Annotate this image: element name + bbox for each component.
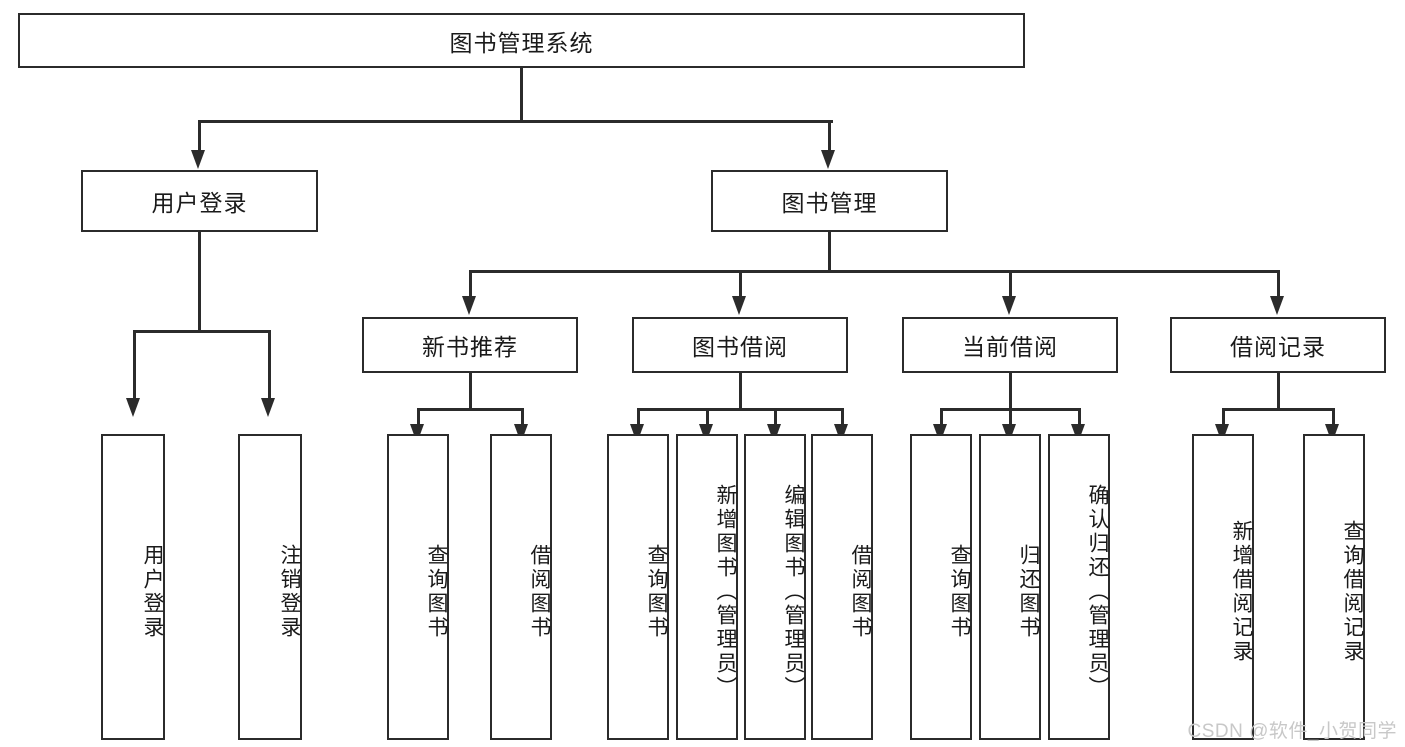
node-label: 借阅图书	[849, 544, 872, 640]
connector-book-mgmt-drop-2	[739, 270, 742, 298]
arrowhead-leaf-user-login	[126, 398, 140, 417]
connector-borrow-record-bar	[1222, 408, 1334, 411]
node-label: 借阅记录	[1230, 334, 1326, 360]
leaf-add-book-admin[interactable]: 新增图书（管理员）	[676, 434, 738, 740]
node-label: 查询图书	[645, 544, 668, 640]
leaf-edit-book-admin[interactable]: 编辑图书（管理员）	[744, 434, 806, 740]
connector-root-stem	[520, 68, 523, 122]
connector-borrow-record-drop-2	[1332, 408, 1335, 426]
connector-book-mgmt-drop-1	[469, 270, 472, 298]
node-label: 注销登录	[278, 544, 301, 640]
connector-book-borrow-stem	[739, 373, 742, 410]
node-label: 编辑图书（管理员）	[782, 484, 805, 700]
connector-current-borrow-drop-3	[1078, 408, 1081, 426]
leaf-add-borrow-record[interactable]: 新增借阅记录	[1192, 434, 1254, 740]
connector-book-borrow-drop-2	[706, 408, 709, 426]
leaf-query-book-recommend[interactable]: 查询图书	[387, 434, 449, 740]
node-current-borrow[interactable]: 当前借阅	[902, 317, 1118, 373]
node-label: 新增图书（管理员）	[714, 484, 737, 700]
connector-book-borrow-drop-4	[841, 408, 844, 426]
connector-book-mgmt-drop-3	[1009, 270, 1012, 298]
arrowhead-book-mgmt	[821, 150, 835, 169]
leaf-query-book-current[interactable]: 查询图书	[910, 434, 972, 740]
node-root-system[interactable]: 图书管理系统	[18, 13, 1025, 68]
connector-book-mgmt-bar	[469, 270, 1280, 273]
node-label: 确认归还（管理员）	[1086, 484, 1109, 700]
connector-new-book-bar	[417, 408, 522, 411]
node-label: 图书管理系统	[449, 29, 594, 56]
leaf-return-book[interactable]: 归还图书	[979, 434, 1041, 740]
node-label: 用户登录	[151, 190, 248, 216]
leaf-query-book-borrow[interactable]: 查询图书	[607, 434, 669, 740]
arrowhead-new-book-recommend	[462, 296, 476, 315]
node-user-login[interactable]: 用户登录	[81, 170, 318, 232]
connector-borrow-record-stem	[1277, 373, 1280, 410]
node-label: 查询图书	[425, 544, 448, 640]
connector-user-login-drop-1	[133, 330, 136, 400]
connector-user-login-drop-2	[268, 330, 271, 400]
connector-root-bar	[198, 120, 833, 123]
node-new-book-recommend[interactable]: 新书推荐	[362, 317, 578, 373]
connector-current-borrow-drop-1	[940, 408, 943, 426]
node-label: 归还图书	[1017, 544, 1040, 640]
node-book-borrow[interactable]: 图书借阅	[632, 317, 848, 373]
connector-book-borrow-drop-3	[774, 408, 777, 426]
node-borrow-record[interactable]: 借阅记录	[1170, 317, 1386, 373]
leaf-confirm-return-admin[interactable]: 确认归还（管理员）	[1048, 434, 1110, 740]
node-label: 用户登录	[141, 544, 164, 640]
node-label: 借阅图书	[528, 544, 551, 640]
node-label: 图书借阅	[692, 334, 788, 360]
node-label: 新增借阅记录	[1230, 520, 1253, 664]
connector-root-to-book-mgmt	[828, 120, 831, 152]
leaf-borrow-book[interactable]: 借阅图书	[811, 434, 873, 740]
arrowhead-book-borrow	[732, 296, 746, 315]
connector-borrow-record-drop-1	[1222, 408, 1225, 426]
connector-user-login-bar	[133, 330, 270, 333]
arrowhead-borrow-record	[1270, 296, 1284, 315]
connector-book-mgmt-stem	[828, 232, 831, 272]
connector-current-borrow-stem	[1009, 373, 1012, 410]
connector-book-mgmt-drop-4	[1277, 270, 1280, 298]
node-book-management[interactable]: 图书管理	[711, 170, 948, 232]
leaf-logout[interactable]: 注销登录	[238, 434, 302, 740]
connector-user-login-stem	[198, 232, 201, 332]
node-label: 查询图书	[948, 544, 971, 640]
node-label: 新书推荐	[422, 334, 518, 360]
arrowhead-leaf-logout	[261, 398, 275, 417]
connector-new-book-stem	[469, 373, 472, 410]
connector-root-to-user-login	[198, 120, 201, 152]
node-label: 查询借阅记录	[1341, 520, 1364, 664]
leaf-query-borrow-record[interactable]: 查询借阅记录	[1303, 434, 1365, 740]
leaf-borrow-book-recommend[interactable]: 借阅图书	[490, 434, 552, 740]
node-label: 当前借阅	[962, 334, 1058, 360]
connector-current-borrow-drop-2	[1009, 408, 1012, 426]
arrowhead-current-borrow	[1002, 296, 1016, 315]
arrowhead-user-login	[191, 150, 205, 169]
connector-book-borrow-drop-1	[637, 408, 640, 426]
connector-book-borrow-bar	[637, 408, 843, 411]
connector-new-book-drop-1	[417, 408, 420, 426]
leaf-user-login[interactable]: 用户登录	[101, 434, 165, 740]
node-label: 图书管理	[781, 190, 878, 216]
connector-new-book-drop-2	[521, 408, 524, 426]
